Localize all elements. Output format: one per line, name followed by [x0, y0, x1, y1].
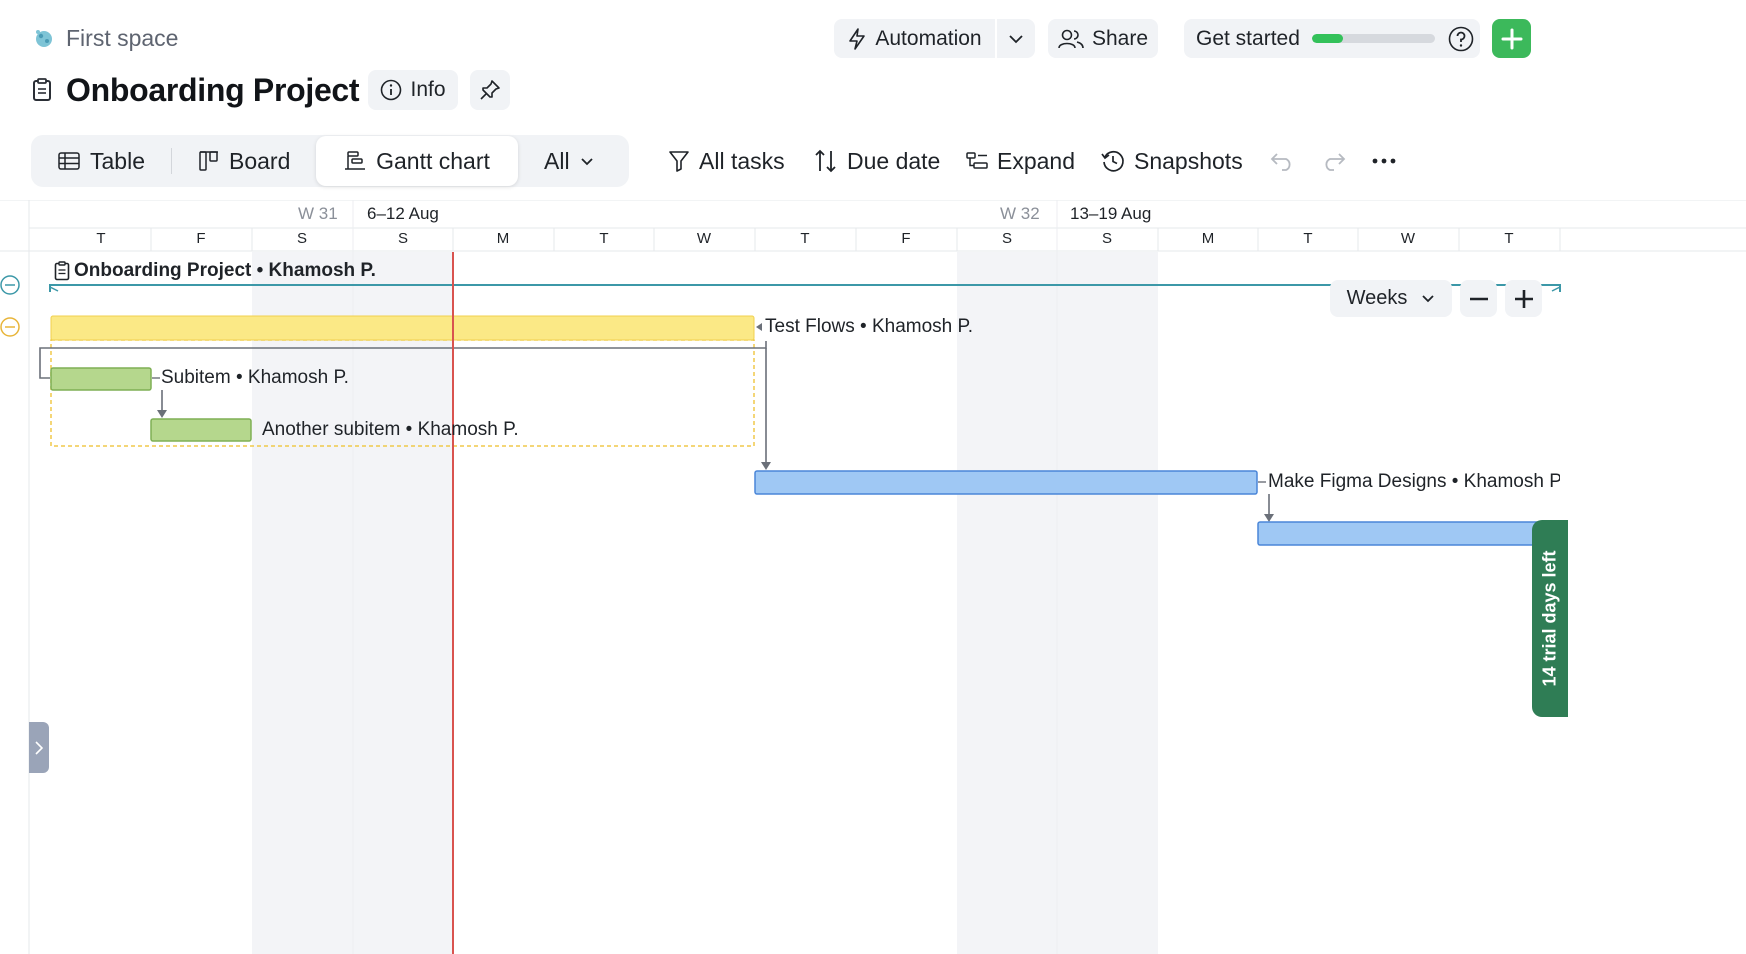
trial-days-tab[interactable] — [1532, 520, 1568, 717]
chevron-down-icon — [1421, 294, 1435, 303]
automation-button[interactable]: Automation — [834, 19, 995, 58]
day-label: T — [1303, 230, 1313, 247]
page-title: Onboarding Project — [66, 72, 360, 108]
trial-days-text-wrap[interactable]: 14 trial days left — [1532, 520, 1568, 717]
task-label-subitem[interactable]: Subitem • Khamosh P. — [161, 367, 349, 388]
chevron-right-icon — [35, 740, 43, 755]
day-label: M — [1201, 230, 1215, 247]
task-label-make-figma-designs[interactable]: Make Figma Designs • Khamosh P. — [1268, 471, 1560, 492]
undo-icon — [1270, 151, 1296, 171]
tab-table-label: Table — [90, 147, 145, 174]
bar-subitem[interactable] — [50, 367, 152, 391]
day-label: T — [800, 230, 810, 247]
day-label: F — [196, 230, 206, 247]
day-label: S — [1101, 230, 1112, 247]
snapshots-button[interactable]: Snapshots — [1101, 145, 1243, 177]
view-filter-label: All — [544, 147, 570, 174]
plus-icon — [1514, 289, 1534, 309]
snapshots-label: Snapshots — [1134, 147, 1243, 174]
plus-icon — [1501, 28, 1523, 50]
view-filter-dropdown[interactable]: All — [544, 135, 614, 187]
project-row-text: Onboarding Project • Khamosh P. — [74, 260, 376, 281]
tab-board[interactable]: Board — [199, 135, 304, 187]
minus-icon — [1469, 297, 1489, 301]
gantt-chart — [0, 200, 1746, 954]
more-icon — [1372, 157, 1396, 165]
day-label: W — [1400, 230, 1416, 247]
bar-another-subitem[interactable] — [150, 418, 252, 442]
timescale-select[interactable]: Weeks — [1330, 280, 1452, 317]
clipboard-icon — [54, 261, 70, 281]
chevron-down-icon — [1008, 34, 1024, 44]
info-button[interactable]: Info — [368, 70, 458, 110]
add-button[interactable] — [1492, 19, 1531, 58]
automation-label: Automation — [875, 26, 982, 50]
chevron-down-icon — [580, 157, 594, 166]
info-button-label: Info — [410, 78, 446, 101]
sidebar-expand-toggle[interactable] — [29, 722, 49, 773]
due-date-label: Due date — [847, 147, 941, 174]
bar-make-figma-designs[interactable] — [754, 470, 1258, 495]
space-icon — [34, 28, 54, 48]
day-label: T — [96, 230, 106, 247]
bar-next-task[interactable] — [1257, 521, 1559, 546]
tab-table[interactable]: Table — [58, 135, 158, 187]
week-number: W 32 — [1000, 204, 1040, 223]
expand-label: Expand — [997, 147, 1076, 174]
gantt-icon — [344, 151, 366, 171]
share-button[interactable]: Share — [1048, 19, 1158, 58]
day-label: T — [599, 230, 609, 247]
tab-gantt-label: Gantt chart — [376, 147, 490, 174]
expand-button[interactable]: Expand — [966, 145, 1075, 177]
task-label-another-subitem[interactable]: Another subitem • Khamosh P. — [262, 419, 519, 440]
redo-icon — [1320, 151, 1346, 171]
breadcrumb-space-name[interactable]: First space — [66, 25, 179, 51]
get-started-progress-fill — [1312, 34, 1343, 43]
filter-icon — [668, 150, 690, 172]
day-label: S — [397, 230, 408, 247]
get-started-progress — [1312, 34, 1435, 43]
day-label: S — [1001, 230, 1012, 247]
sort-icon — [814, 149, 838, 173]
all-tasks-label: All tasks — [699, 147, 785, 174]
project-row-label[interactable]: Onboarding Project • Khamosh P. — [54, 260, 376, 282]
expand-icon — [966, 151, 988, 171]
share-label: Share — [1091, 26, 1149, 50]
tab-board-label: Board — [229, 147, 291, 174]
info-icon — [380, 79, 402, 101]
bar-test-flows[interactable] — [50, 315, 755, 341]
more-options-button[interactable] — [1372, 145, 1396, 177]
task-label-test-flows[interactable]: Test Flows • Khamosh P. — [765, 316, 973, 337]
day-label: F — [901, 230, 911, 247]
project-summary-bar[interactable] — [49, 284, 1561, 292]
lightning-icon — [847, 27, 867, 50]
trial-days-label: 14 trial days left — [1539, 550, 1560, 687]
timescale-label: Weeks — [1346, 287, 1408, 309]
zoom-in-button[interactable] — [1505, 280, 1542, 317]
zoom-out-button[interactable] — [1460, 280, 1497, 317]
pin-icon — [479, 79, 501, 101]
history-icon — [1101, 149, 1125, 173]
undo-button[interactable] — [1270, 145, 1296, 177]
redo-button[interactable] — [1320, 145, 1346, 177]
tab-gantt-chart[interactable]: Gantt chart — [316, 136, 518, 186]
get-started-label: Get started — [1196, 26, 1300, 50]
day-label: W — [696, 230, 712, 247]
table-icon — [58, 152, 80, 170]
week-number: W 31 — [298, 204, 338, 223]
board-icon — [199, 151, 219, 171]
day-label: S — [296, 230, 307, 247]
week-range: 13–19 Aug — [1070, 204, 1152, 223]
day-label: M — [496, 230, 510, 247]
day-label: T — [1504, 230, 1514, 247]
users-icon — [1058, 29, 1084, 49]
automation-dropdown-button[interactable] — [997, 19, 1035, 58]
all-tasks-filter[interactable]: All tasks — [668, 145, 785, 177]
week-range: 6–12 Aug — [367, 204, 439, 223]
clipboard-icon — [32, 78, 52, 102]
tab-divider — [171, 148, 172, 174]
sort-due-date[interactable]: Due date — [814, 145, 940, 177]
help-icon[interactable] — [1448, 26, 1474, 52]
pin-button[interactable] — [470, 70, 510, 110]
